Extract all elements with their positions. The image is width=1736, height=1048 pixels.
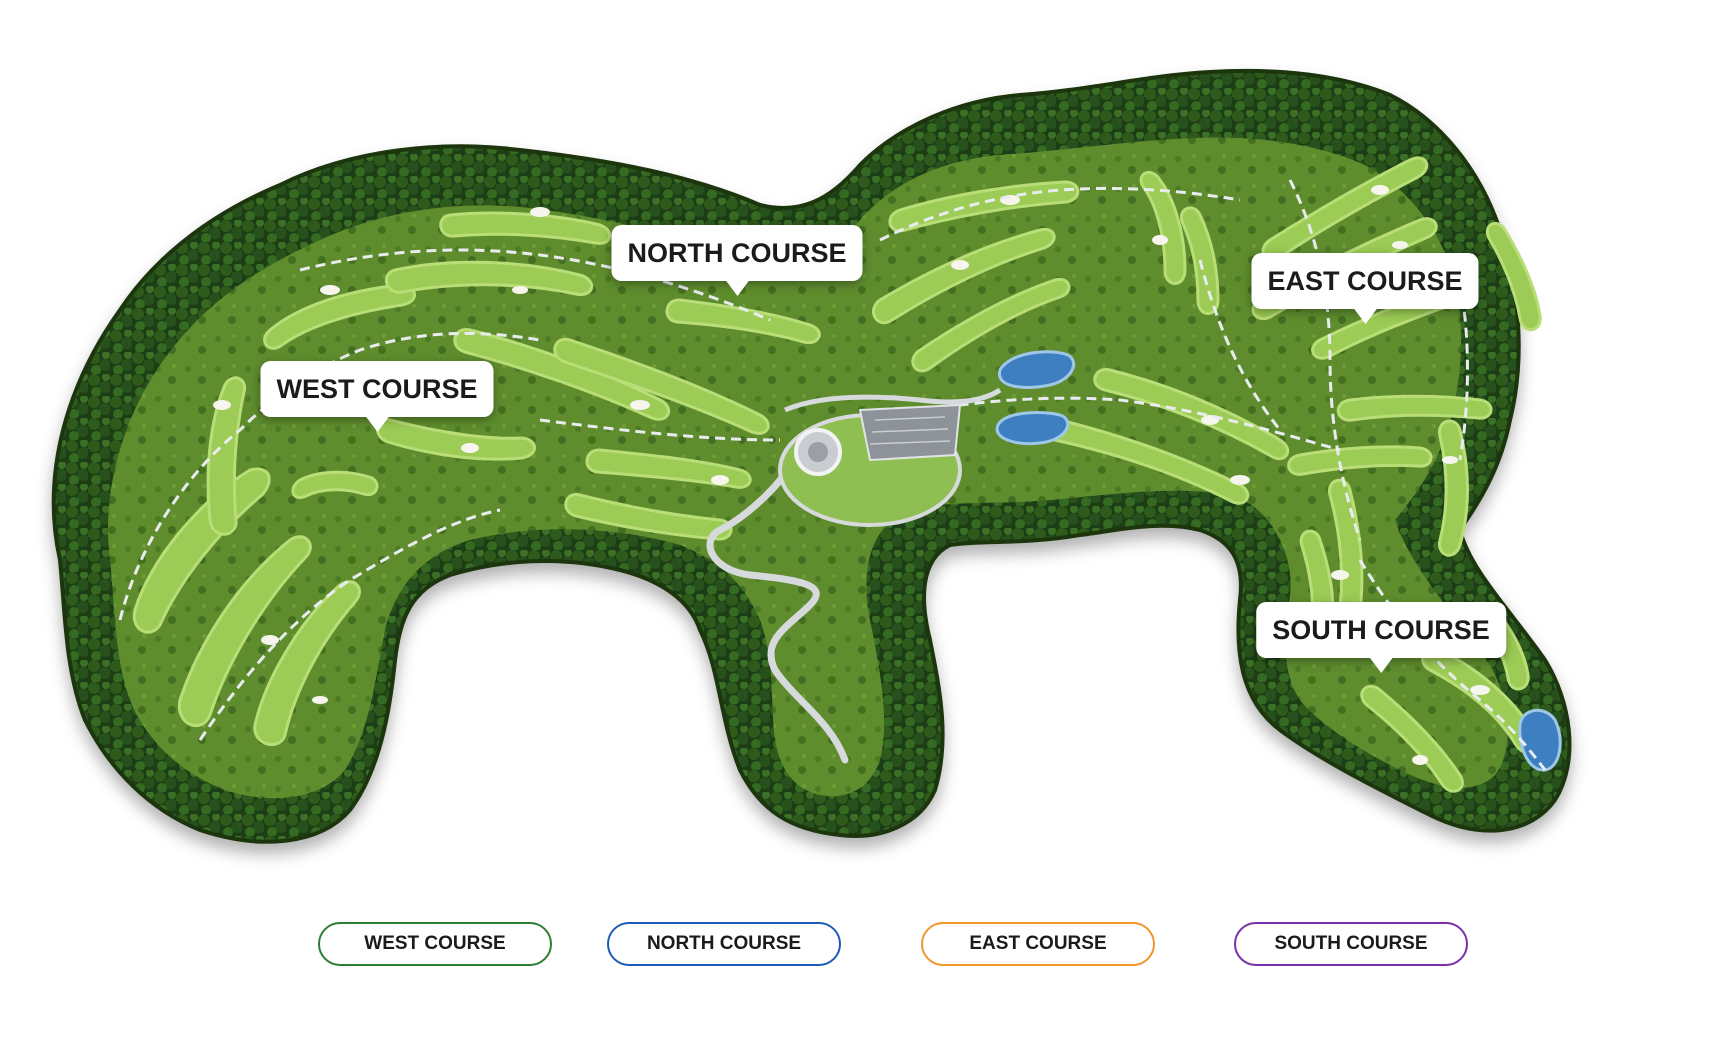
clubhouse-complex: [778, 387, 1002, 527]
callout-east-course[interactable]: EAST COURSE: [1251, 253, 1479, 309]
pond-north: [998, 350, 1075, 389]
access-road: [706, 446, 849, 764]
bunkers: [213, 185, 1490, 765]
pond-central: [995, 410, 1070, 446]
legend-item-west-course[interactable]: WEST COURSE: [318, 922, 552, 966]
water-hazards: [995, 350, 1562, 772]
legend-item-east-course[interactable]: EAST COURSE: [921, 922, 1155, 966]
callout-north-course[interactable]: NORTH COURSE: [611, 225, 863, 281]
course-legend: WEST COURSE NORTH COURSE EAST COURSE SOU…: [0, 922, 1736, 970]
fairways: [132, 156, 1542, 793]
legend-item-north-course[interactable]: NORTH COURSE: [607, 922, 841, 966]
pond-south: [1518, 709, 1562, 772]
callout-west-course[interactable]: WEST COURSE: [260, 361, 494, 417]
parking-lot: [858, 403, 962, 462]
legend-item-south-course[interactable]: SOUTH COURSE: [1234, 922, 1468, 966]
callout-south-course[interactable]: SOUTH COURSE: [1256, 602, 1506, 658]
